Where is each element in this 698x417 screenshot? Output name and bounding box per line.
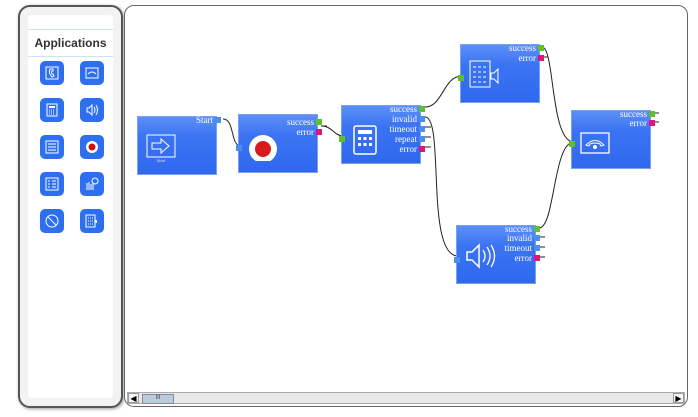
port-invalid[interactable]: invalid	[507, 233, 540, 243]
app-phone-icon[interactable]	[40, 61, 64, 85]
applications-panel: Applications	[18, 5, 123, 408]
port-repeat[interactable]: repeat	[395, 134, 425, 144]
hangup-input-port[interactable]	[569, 141, 575, 147]
wire-menuaudio-hangup	[541, 46, 575, 143]
wire-menu-menuaudio	[424, 75, 463, 108]
port-success[interactable]: success	[509, 43, 544, 53]
record-icon	[249, 135, 277, 161]
applications-title: Applications	[28, 29, 113, 57]
menu-audio-input-port[interactable]	[458, 75, 464, 81]
wire-play-hangup	[538, 141, 575, 229]
port-start[interactable]: Start	[196, 115, 221, 125]
app-speaker-icon[interactable]	[80, 98, 104, 122]
node-menu-audio[interactable]: success error	[458, 43, 544, 103]
port-error[interactable]: error	[400, 144, 425, 154]
arrow-right-icon: Start	[146, 134, 176, 163]
app-hangup-icon[interactable]	[80, 61, 104, 85]
port-error[interactable]: error	[630, 118, 655, 128]
wire-menu-play	[424, 116, 459, 257]
port-timeout[interactable]: timeout	[390, 124, 425, 134]
svg-text:Start: Start	[157, 158, 166, 163]
calculator-icon	[353, 125, 377, 155]
horizontal-scrollbar[interactable]: ◀ III ▶	[127, 392, 685, 404]
node-menu[interactable]: success invalid timeout repeat error	[339, 104, 425, 164]
speaker-icon	[466, 243, 496, 269]
port-success[interactable]: success	[505, 224, 540, 234]
node-hangup[interactable]: success error	[569, 109, 655, 169]
scroll-right-button[interactable]: ▶	[673, 393, 684, 403]
flow-canvas[interactable]: Start Start success error success invali…	[124, 5, 688, 407]
play-input-port[interactable]	[454, 257, 460, 263]
port-error[interactable]: error	[297, 127, 322, 137]
app-calculator-icon[interactable]	[40, 98, 64, 122]
record-input-port[interactable]	[236, 145, 242, 151]
app-record-icon[interactable]	[80, 135, 104, 159]
app-checklist-icon[interactable]	[40, 172, 64, 196]
menu-audio-icon	[469, 60, 499, 88]
port-success[interactable]: success	[620, 109, 655, 119]
node-start[interactable]: Start Start	[137, 115, 221, 175]
port-error[interactable]: error	[515, 253, 540, 263]
scroll-thumb[interactable]: III	[142, 394, 174, 404]
node-record[interactable]: success error	[236, 114, 322, 173]
connections	[222, 46, 659, 258]
node-play-audio[interactable]: success invalid timeout error	[454, 224, 540, 284]
app-menu-audio-icon[interactable]	[80, 209, 104, 233]
app-transfer-icon[interactable]	[40, 135, 64, 159]
port-success[interactable]: success	[390, 104, 425, 114]
port-timeout[interactable]: timeout	[505, 243, 540, 253]
scroll-left-button[interactable]: ◀	[128, 393, 139, 403]
app-no-call-icon[interactable]	[40, 209, 64, 233]
port-error[interactable]: error	[519, 53, 544, 63]
hangup-icon	[580, 132, 610, 154]
port-invalid[interactable]: invalid	[392, 114, 425, 124]
app-search-report-icon[interactable]	[80, 172, 104, 196]
port-success[interactable]: success	[287, 117, 322, 127]
menu-input-port[interactable]	[339, 136, 345, 142]
